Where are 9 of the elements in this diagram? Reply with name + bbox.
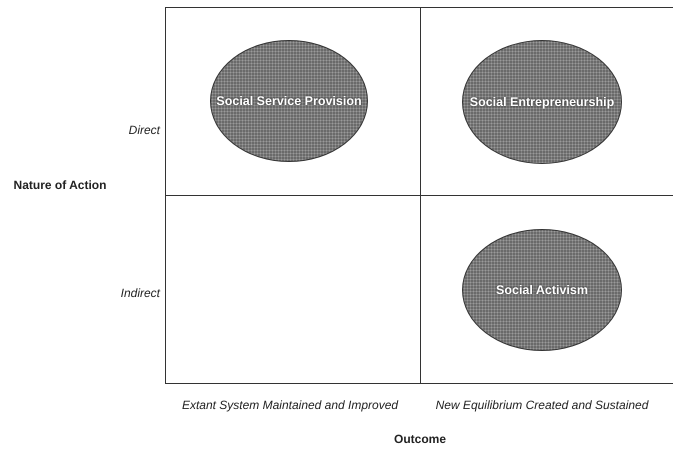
axis-label: Extant System Maintained and Improved: [180, 398, 400, 412]
axis-label: Direct: [128, 123, 160, 137]
axis-label: New Equilibrium Created and Sustained: [434, 398, 650, 412]
axis-title: Nature of Action: [12, 178, 108, 192]
axis-title: Outcome: [392, 432, 447, 446]
axis-label: Indirect: [120, 286, 160, 300]
ellipse-label: Social Service Provision: [216, 94, 362, 108]
ellipse-label: Social Activism: [496, 283, 588, 297]
ellipse-label: Social Entrepreneurship: [470, 95, 614, 109]
